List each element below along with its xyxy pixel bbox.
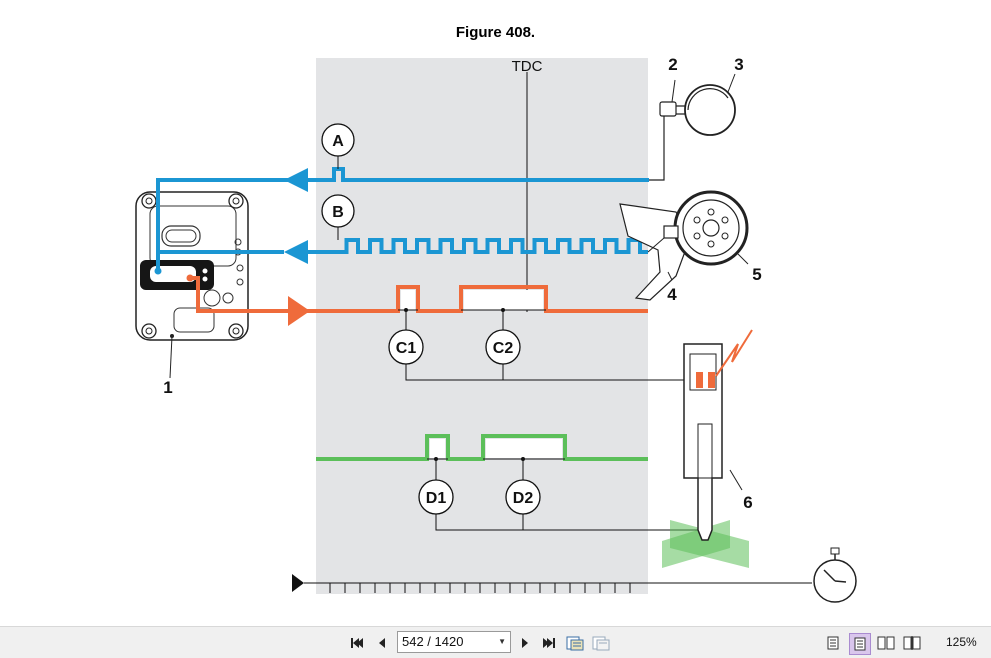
- svg-text:B: B: [332, 204, 344, 221]
- bubble-a: A: [321, 123, 355, 169]
- last-page-icon[interactable]: [540, 633, 558, 653]
- two-page-continuous-icon[interactable]: [902, 633, 922, 653]
- ecu-unit: [135, 191, 249, 341]
- next-page-icon[interactable]: [516, 633, 534, 653]
- callout-5: 5: [752, 265, 761, 284]
- bubble-b: B: [321, 194, 355, 240]
- two-page-icon[interactable]: [876, 633, 896, 653]
- bubble-d1: D1: [418, 479, 454, 515]
- viewer-toolbar: 542 / 1420 ▼ 125%: [0, 626, 991, 658]
- engine-injection-diagram: TDC: [135, 55, 857, 603]
- svg-text:A: A: [332, 133, 344, 150]
- callout-4: 4: [667, 285, 677, 304]
- page-dropdown-icon[interactable]: ▼: [498, 637, 506, 646]
- single-page-icon[interactable]: [824, 633, 842, 653]
- bubble-d2: D2: [505, 479, 541, 515]
- crank-assembly: [619, 190, 749, 301]
- callout-6: 6: [743, 493, 752, 512]
- d-leader: [435, 514, 700, 531]
- signal-c-arrow: [288, 296, 310, 326]
- signal-d-line: [316, 434, 648, 461]
- signal-b-line: [308, 238, 648, 254]
- figure-title: Figure 408.: [455, 24, 536, 41]
- callout-3: 3: [734, 55, 743, 74]
- svg-text:C2: C2: [493, 340, 514, 357]
- svg-text:C1: C1: [396, 340, 417, 357]
- go-forward-view-icon[interactable]: [592, 633, 610, 653]
- first-page-icon[interactable]: [348, 633, 366, 653]
- svg-text:D2: D2: [513, 490, 534, 507]
- page-number-value: 542 / 1420: [402, 634, 464, 649]
- previous-page-icon[interactable]: [373, 633, 391, 653]
- zoom-level[interactable]: 125%: [946, 635, 977, 649]
- document-view: TDC: [135, 24, 857, 603]
- go-back-view-icon[interactable]: [566, 633, 584, 653]
- timing-window: [316, 58, 648, 594]
- cam-sensor: [659, 79, 687, 117]
- cam-wheel: [684, 73, 736, 136]
- tdc-label: TDC: [512, 58, 543, 75]
- injector: [662, 329, 753, 568]
- bubble-c2: C2: [485, 329, 521, 365]
- bubble-c1: C1: [388, 329, 424, 365]
- svg-text:D1: D1: [426, 490, 447, 507]
- sensor-2-lead: [649, 108, 665, 181]
- signal-a-line: [156, 167, 649, 272]
- signal-c-line: [190, 276, 648, 313]
- c-leader: [405, 364, 700, 381]
- signal-a-arrow: [284, 168, 308, 192]
- time-axis: [292, 547, 857, 603]
- continuous-page-icon[interactable]: [849, 633, 871, 655]
- callout-2: 2: [668, 55, 677, 74]
- page-number-field[interactable]: 542 / 1420 ▼: [397, 631, 511, 653]
- signal-b-arrow: [284, 240, 308, 264]
- callout-1: 1: [163, 378, 172, 397]
